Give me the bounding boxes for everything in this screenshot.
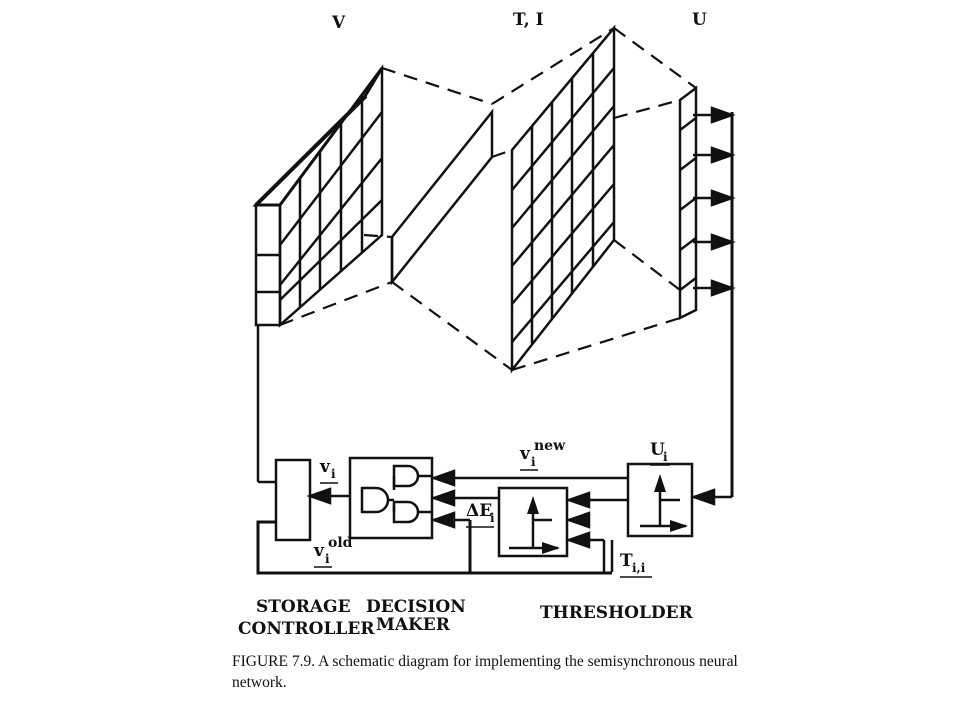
label-delta-e: ΔE i: [466, 501, 495, 528]
svg-text:v: v: [313, 541, 325, 561]
projection-lines: [279, 27, 697, 372]
storage-label-line1: STORAGE: [256, 597, 351, 617]
decision-label-line1: DECISION: [366, 597, 466, 617]
storage-label-line2: CONTROLLER: [238, 619, 375, 639]
svg-text:i,i: i,i: [632, 561, 646, 575]
tii-input: [565, 511, 614, 572]
v-array: [252, 64, 384, 328]
svg-text:T: T: [620, 551, 633, 571]
ti-matrix: [510, 24, 616, 374]
svg-text:v: v: [319, 457, 331, 477]
svg-text:i: i: [325, 552, 330, 566]
svg-text:v: v: [519, 444, 531, 464]
label-ti: T, I: [513, 10, 544, 30]
label-u: U: [692, 10, 707, 30]
decision-label-line2: MAKER: [376, 615, 451, 635]
label-ui: U i: [650, 440, 670, 466]
label-v: V: [331, 13, 346, 33]
decision-maker-box: [348, 456, 434, 540]
svg-text:i: i: [490, 511, 495, 525]
figure-caption: FIGURE 7.9. A schematic diagram for impl…: [232, 651, 832, 693]
label-vi-old: v i old: [313, 535, 353, 568]
svg-text:i: i: [663, 450, 668, 464]
svg-text:new: new: [534, 438, 566, 454]
label-vi: v i: [319, 457, 338, 484]
label-vi-new: v i new: [519, 438, 566, 471]
svg-text:i: i: [531, 455, 536, 469]
caption-line-1: FIGURE 7.9. A schematic diagram for impl…: [232, 651, 832, 672]
thresholder-arrows: [527, 496, 560, 554]
threshold-to-decision: [430, 489, 499, 529]
caption-line-2: network.: [232, 674, 287, 691]
svg-text:ΔE: ΔE: [466, 501, 492, 521]
ui-box-arrows: [654, 474, 688, 532]
u-to-ui-line: [690, 488, 732, 506]
u-array: [678, 85, 698, 321]
svg-text:U: U: [650, 440, 665, 460]
u-arrows: [693, 106, 736, 497]
vi-old-loop: [256, 520, 612, 575]
svg-text:old: old: [328, 535, 353, 551]
label-tii: T i,i: [620, 551, 652, 578]
caption-figure-number: FIGURE 7.9.: [232, 653, 316, 670]
decision-plane: [390, 108, 494, 286]
thresholder-label: THRESHOLDER: [540, 603, 694, 623]
ui-to-thresholder: [565, 491, 628, 509]
caption-text-1: A schematic diagram for implementing the…: [318, 653, 738, 670]
svg-text:i: i: [331, 467, 336, 481]
vi-new-line: [430, 469, 628, 487]
arrow-vi: [306, 487, 350, 505]
storage-controller-box: [256, 325, 312, 542]
